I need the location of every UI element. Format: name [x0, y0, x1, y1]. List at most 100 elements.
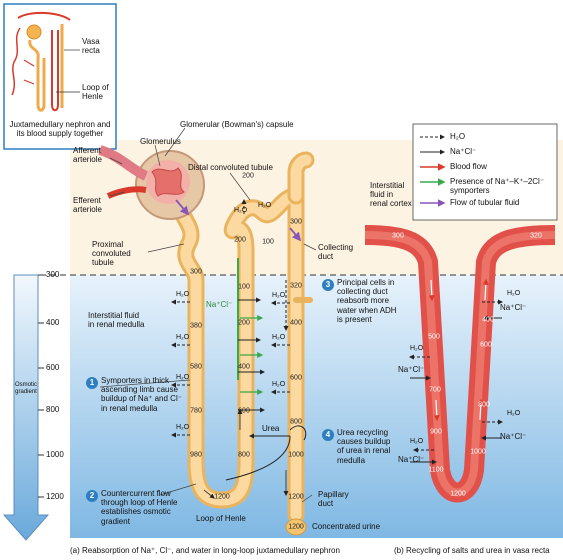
value-label: 400 — [290, 319, 302, 327]
leader-lines — [99, 127, 317, 503]
inset-caption: Juxtamedullary nephron and its blood sup… — [9, 120, 111, 139]
callout-text: Symporters in thick ascending limb cause… — [101, 376, 182, 413]
concentrated-urine-label: Concentrated urine — [312, 522, 381, 531]
legend-label: Na⁺Cl⁻ — [450, 147, 477, 156]
distal-tubule-label: Distal convoluted tubule — [188, 163, 273, 172]
urea-arrows — [225, 425, 307, 481]
h2o-label: H₂O — [507, 290, 521, 297]
value-label: 100 — [262, 238, 274, 246]
tubule-flow-arrows — [203, 409, 289, 499]
value-label: 1000 — [470, 448, 486, 456]
osmotic-tick-label: 300 — [46, 270, 60, 279]
nephron-tubule — [170, 151, 315, 524]
proximal-tubule-label: Proximal convoluted tubule — [92, 240, 131, 268]
glomerulus-label: Glomerulus — [140, 137, 181, 146]
value-label: 800 — [290, 418, 302, 426]
osmotic-tick-label: 600 — [46, 363, 60, 372]
nacl-label: Na⁺Cl⁻ — [500, 432, 527, 441]
afferent-arteriole-label: Afferent arteriole — [73, 146, 102, 165]
h2o-label: H₂O — [176, 334, 190, 341]
inset-loop-of-henle-label: Loop of Henle — [82, 83, 109, 102]
value-label: 780 — [190, 407, 202, 415]
osmotic-gradient-label: Osmotic gradient — [14, 382, 37, 395]
tubular-flow-arrows — [175, 199, 302, 242]
value-label: 800 — [238, 451, 250, 459]
h2o-label: H₂O — [507, 410, 521, 417]
value-label: 320 — [530, 232, 542, 240]
osmotic-tick-label: 1200 — [46, 492, 64, 501]
value-label: 900 — [430, 428, 442, 436]
value-label: 1200 — [288, 523, 304, 531]
value-label: 200 — [238, 319, 250, 327]
inset-nephron-drawing — [11, 12, 80, 112]
value-label: 500 — [428, 333, 440, 341]
h2o-label: H₂O — [410, 438, 424, 445]
callout-badge: 2 — [86, 490, 98, 502]
collecting-duct-label: Collecting duct — [318, 243, 354, 262]
value-label: 100 — [238, 283, 250, 291]
value-label: 300 — [392, 232, 404, 240]
water-arrows — [171, 199, 503, 453]
caption-a: (a) Reabsorption of Na⁺, Cl⁻, and water … — [70, 546, 340, 555]
value-label: 200 — [242, 172, 254, 180]
symporter-arrows — [240, 315, 264, 395]
legend-swatches — [420, 134, 446, 207]
value-label: 1200 — [288, 493, 304, 501]
interstitial-cortex-label: Interstitial fluid in renal cortex — [370, 181, 412, 209]
value-label: 300 — [190, 268, 202, 276]
value-label: 380 — [190, 322, 202, 330]
value-label: 300 — [290, 218, 302, 226]
h2o-label: H₂O — [176, 374, 190, 381]
blood-flow-arrows — [428, 278, 489, 422]
callout-text: Urea recycling causes buildup of urea in… — [337, 428, 391, 465]
callout-text: Countercurrent flow through loop of Henl… — [101, 489, 178, 526]
h2o-label: H₂O — [272, 334, 286, 341]
h2o-label: H₂O — [234, 207, 248, 214]
h2o-label: H₂O — [272, 292, 286, 299]
legend-label: H₂O — [450, 132, 466, 141]
osmotic-tick-label: 1000 — [46, 450, 64, 459]
urine-droplet — [285, 518, 307, 536]
efferent-arteriole-label: Efferent arteriole — [73, 196, 102, 215]
value-label: 700 — [429, 386, 441, 394]
value-label: 400 — [482, 316, 494, 324]
h2o-label: H₂O — [272, 381, 286, 388]
value-label: 600 — [290, 374, 302, 382]
vasa-recta-highlight — [364, 231, 556, 497]
value-label: 800 — [478, 401, 490, 409]
loop-of-henle-label: Loop of Henle — [196, 514, 246, 523]
inset-vasa-recta-label: Vasa recta — [82, 37, 100, 56]
callout-badge: 3 — [322, 279, 334, 291]
legend-label: Presence of Na⁺–K⁺–2Cl⁻ symporters — [450, 177, 545, 196]
legend-label: Flow of tubular fluid — [450, 198, 520, 207]
interstitial-medulla-label: Interstitial fluid in renal medulla — [88, 311, 145, 330]
callout-badge: 4 — [322, 429, 334, 441]
h2o-label: H₂O — [410, 345, 424, 352]
nacl-label: Na⁺Cl⁻ — [398, 455, 425, 464]
value-label: 980 — [190, 451, 202, 459]
callout-badge: 1 — [86, 377, 98, 389]
value-label: 1200 — [214, 493, 230, 501]
value-label: 1000 — [288, 451, 304, 459]
value-label: 600 — [480, 341, 492, 349]
osmotic-tick-label: 800 — [46, 405, 60, 414]
h2o-label: H₂O — [176, 291, 190, 298]
osmotic-ticks — [38, 274, 44, 498]
value-label: 1200 — [450, 490, 466, 498]
nacl-label: Na⁺Cl⁻ — [398, 365, 425, 374]
osmotic-gradient-arrow — [2, 274, 50, 541]
caption-b: (b) Recycling of salts and urea in vasa … — [394, 546, 550, 555]
urea-label: Urea — [262, 424, 280, 433]
legend-label: Blood flow — [450, 162, 487, 171]
value-label: 600 — [238, 407, 250, 415]
value-label: 200 — [234, 236, 246, 244]
callout-text: Principal cells in collecting duct reabs… — [337, 278, 397, 324]
capsule-label: Glomerular (Bowman's) capsule — [180, 120, 294, 129]
legend-box — [412, 123, 558, 221]
h2o-label: H₂O — [258, 202, 272, 209]
osmotic-tick-label: 400 — [46, 318, 60, 327]
glomerulus-drawing — [98, 145, 205, 220]
nacl-arrows — [238, 297, 502, 465]
h2o-label: H₂O — [176, 424, 190, 431]
value-label: 400 — [238, 363, 250, 371]
